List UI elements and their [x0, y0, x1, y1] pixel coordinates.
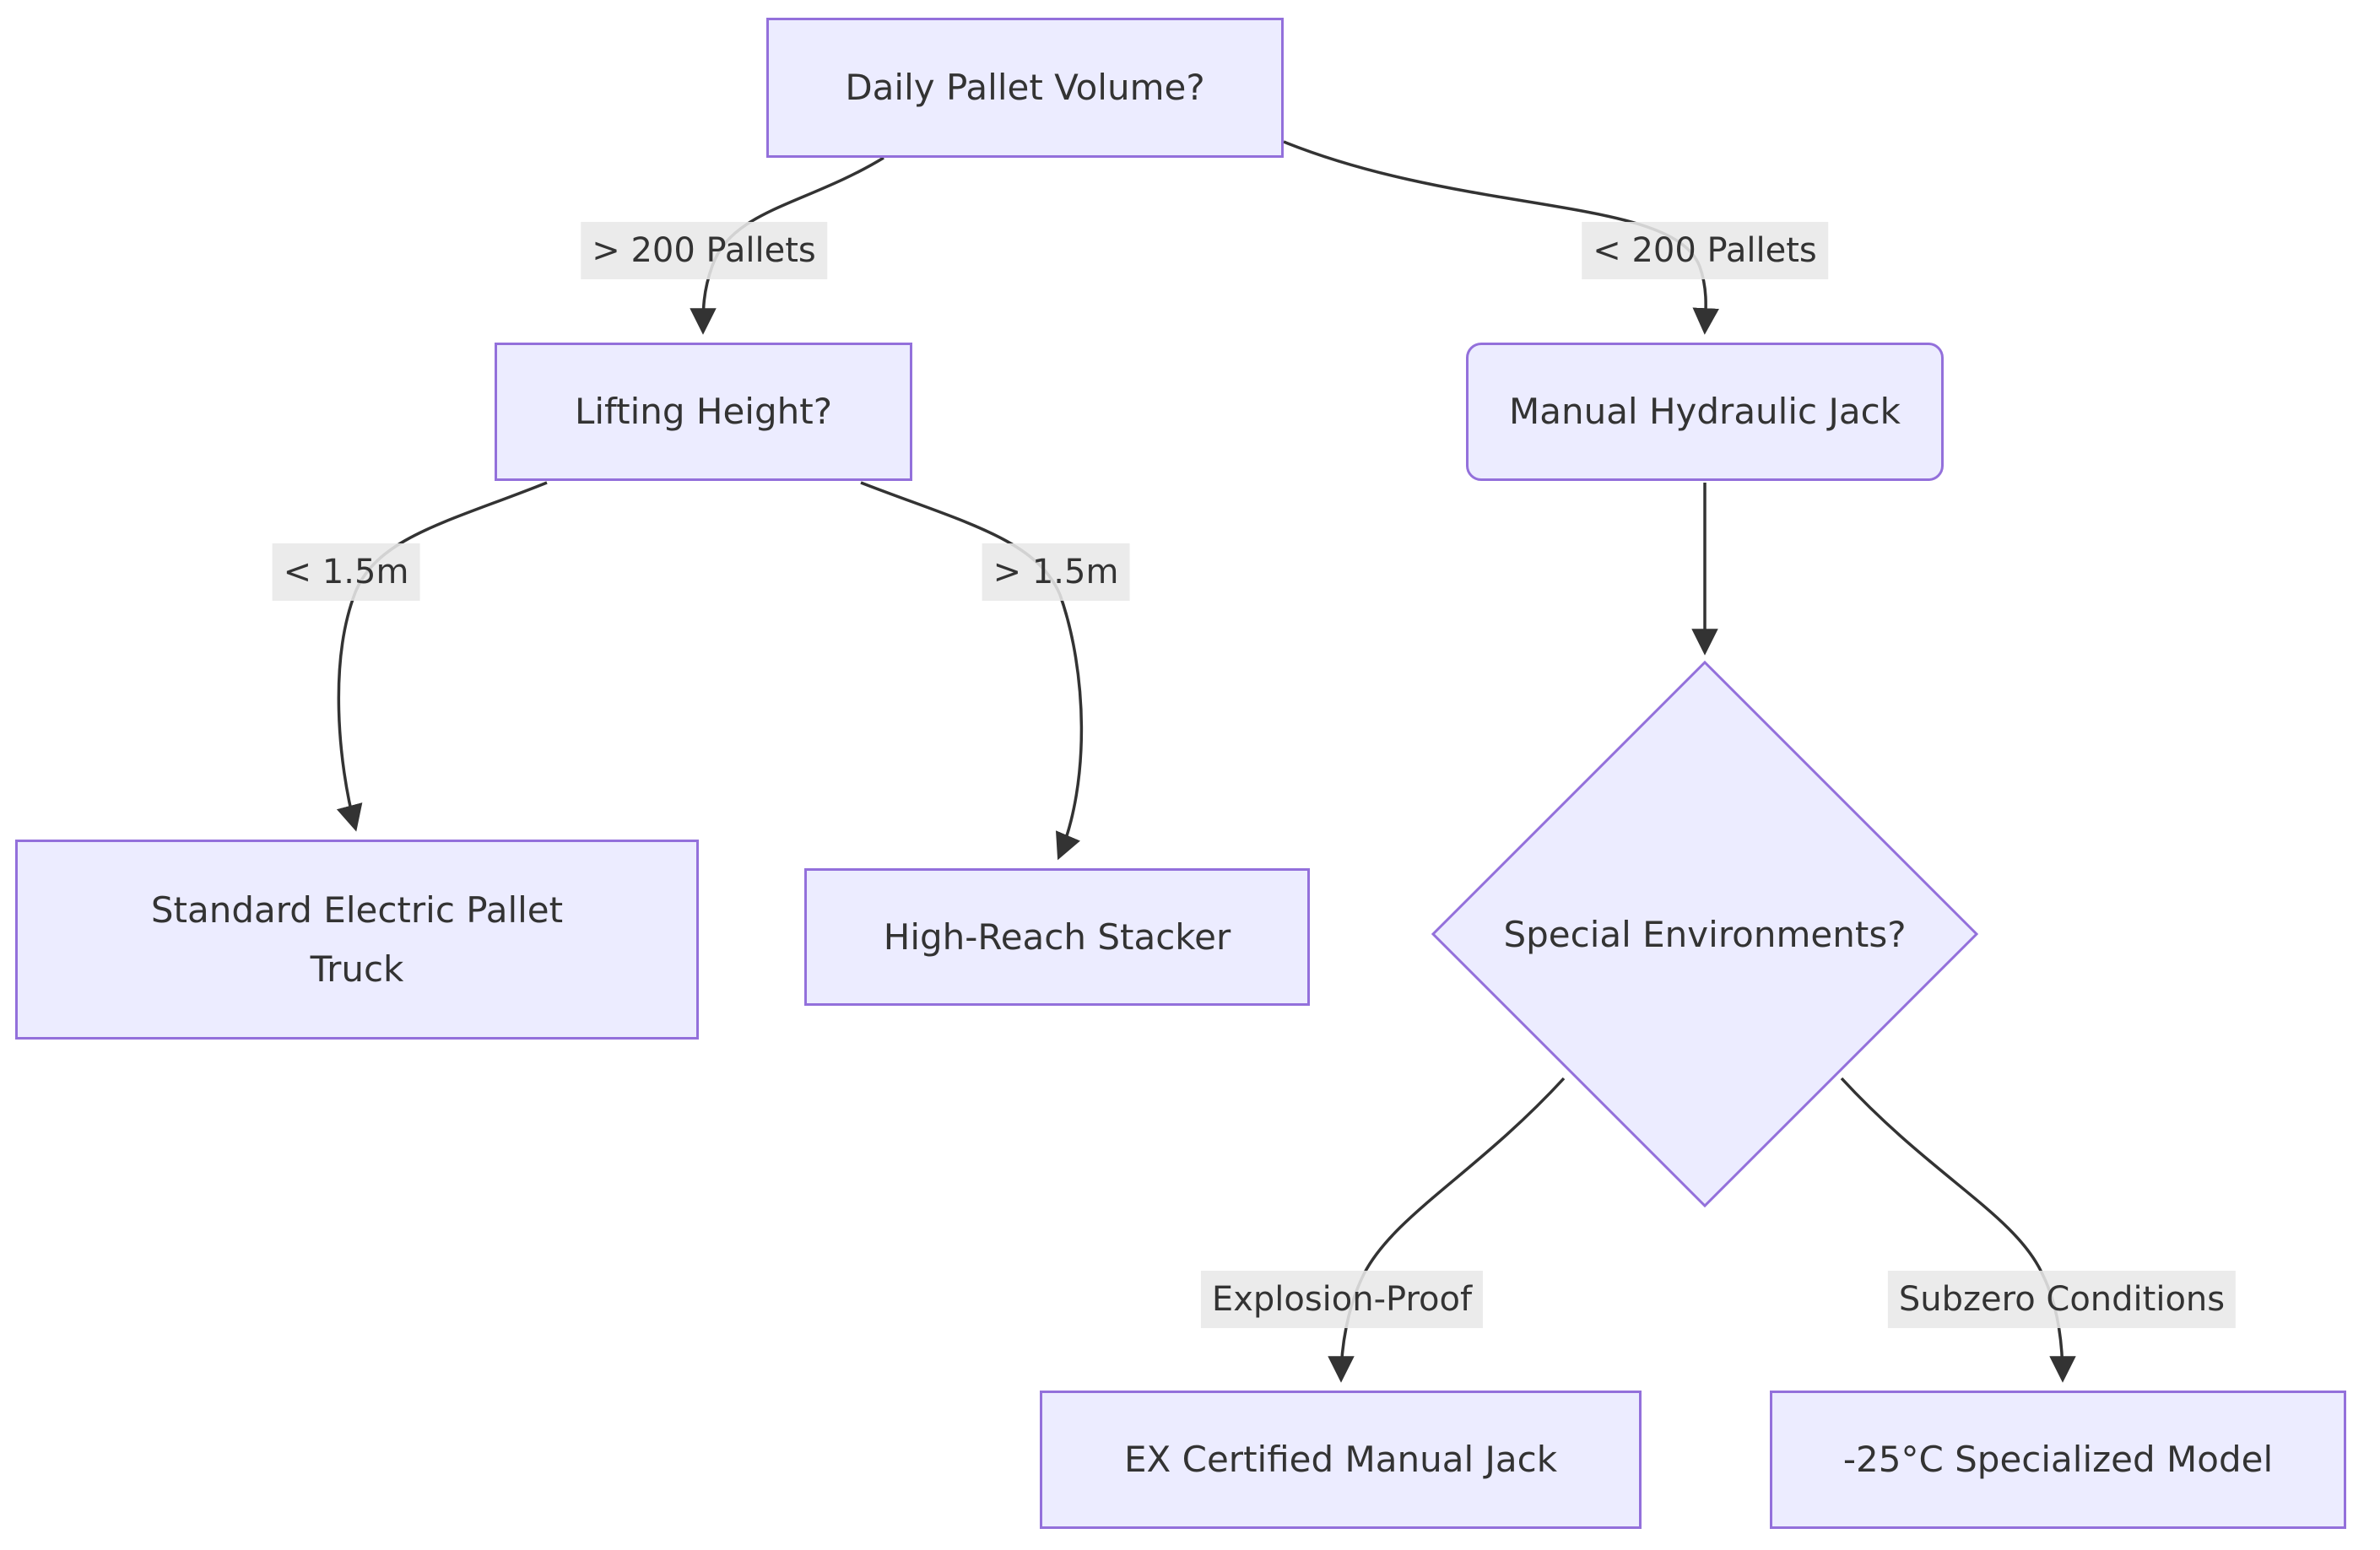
- edge-lifting-to-standard: [336, 481, 548, 832]
- node-special-environments-label: Special Environments?: [1503, 913, 1907, 955]
- node-daily-pallet-volume-label: Daily Pallet Volume?: [845, 67, 1205, 109]
- edge-lifting-to-highreach: [860, 481, 1084, 861]
- edge-label-lt-200-pallets: < 200 Pallets: [1582, 222, 1828, 279]
- edge-label-lt-200-pallets-text: < 200 Pallets: [1593, 231, 1817, 270]
- node-standard-electric-pallet-truck-label: Standard Electric Pallet Truck: [150, 889, 564, 990]
- node-lifting-height: Lifting Height?: [495, 343, 912, 481]
- edge-label-gt-200-pallets-text: > 200 Pallets: [592, 231, 816, 270]
- edge-label-explosion-proof-text: Explosion-Proof: [1211, 1280, 1473, 1319]
- node-standard-electric-pallet-truck: Standard Electric Pallet Truck: [15, 840, 699, 1040]
- edge-label-explosion-proof: Explosion-Proof: [1200, 1271, 1484, 1328]
- node-high-reach-stacker-label: High-Reach Stacker: [883, 915, 1231, 958]
- node-high-reach-stacker: High-Reach Stacker: [804, 868, 1310, 1006]
- node-ex-certified-manual-jack: EX Certified Manual Jack: [1040, 1391, 1642, 1529]
- edge-label-gt-1-5m: > 1.5m: [982, 543, 1130, 601]
- edge-label-subzero-conditions: Subzero Conditions: [1887, 1271, 2237, 1328]
- node-subzero-specialized-model-label: -25°C Specialized Model: [1842, 1439, 2274, 1481]
- node-manual-hydraulic-jack-label: Manual Hydraulic Jack: [1508, 391, 1901, 433]
- node-subzero-specialized-model: -25°C Specialized Model: [1770, 1391, 2346, 1529]
- edge-label-gt-200-pallets: > 200 Pallets: [581, 222, 827, 279]
- special-environments-diamond: [1431, 660, 1979, 1208]
- node-special-environments: Special Environments?: [1433, 883, 1977, 985]
- node-lifting-height-label: Lifting Height?: [574, 391, 832, 433]
- edge-special-to-excert: [1328, 1077, 1566, 1383]
- edge-label-lt-1-5m: < 1.5m: [272, 543, 420, 601]
- node-manual-hydraulic-jack: Manual Hydraulic Jack: [1466, 343, 1944, 481]
- node-daily-pallet-volume: Daily Pallet Volume?: [766, 18, 1284, 158]
- edge-label-lt-1-5m-text: < 1.5m: [283, 553, 409, 591]
- edge-special-to-subzero: [1840, 1077, 2076, 1383]
- edge-label-gt-1-5m-text: > 1.5m: [993, 553, 1119, 591]
- node-ex-certified-manual-jack-label: EX Certified Manual Jack: [1123, 1439, 1558, 1481]
- edge-label-subzero-conditions-text: Subzero Conditions: [1898, 1280, 2226, 1319]
